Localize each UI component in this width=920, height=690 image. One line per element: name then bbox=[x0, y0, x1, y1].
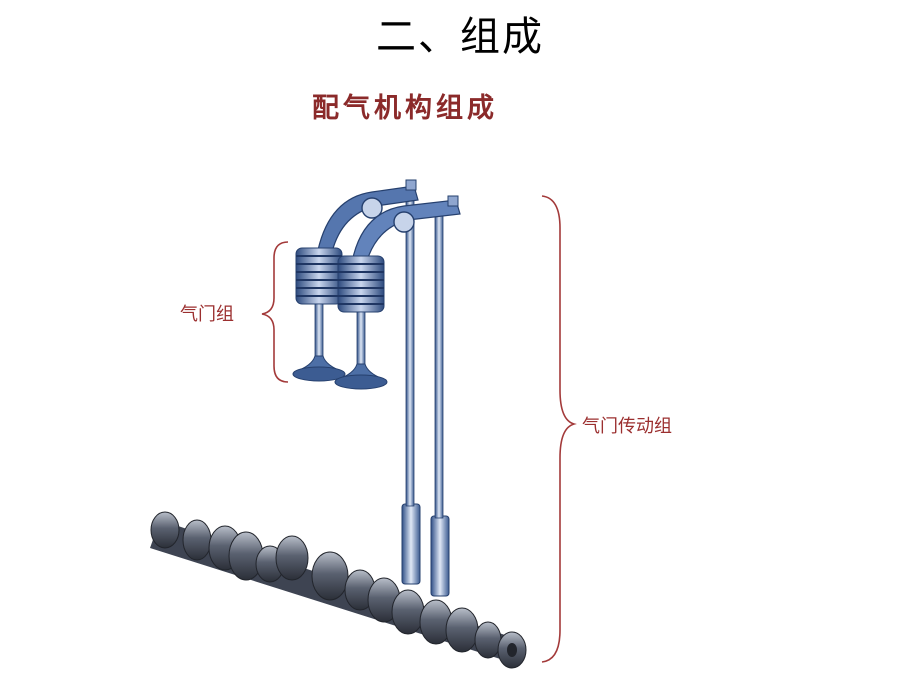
camshaft bbox=[150, 511, 527, 669]
slide-title: 二、组成 bbox=[376, 14, 544, 60]
valves bbox=[292, 303, 388, 390]
push-rods bbox=[405, 199, 444, 519]
valve-springs bbox=[295, 247, 385, 313]
label-valve-train-group: 气门传动组 bbox=[582, 416, 672, 437]
valve-train-bracket bbox=[541, 195, 577, 663]
valve-group-bracket bbox=[261, 241, 289, 383]
diagram-title: 配气机构组成 bbox=[312, 93, 498, 124]
rocker-arms bbox=[317, 179, 461, 265]
label-valve-group: 气门组 bbox=[180, 304, 234, 325]
